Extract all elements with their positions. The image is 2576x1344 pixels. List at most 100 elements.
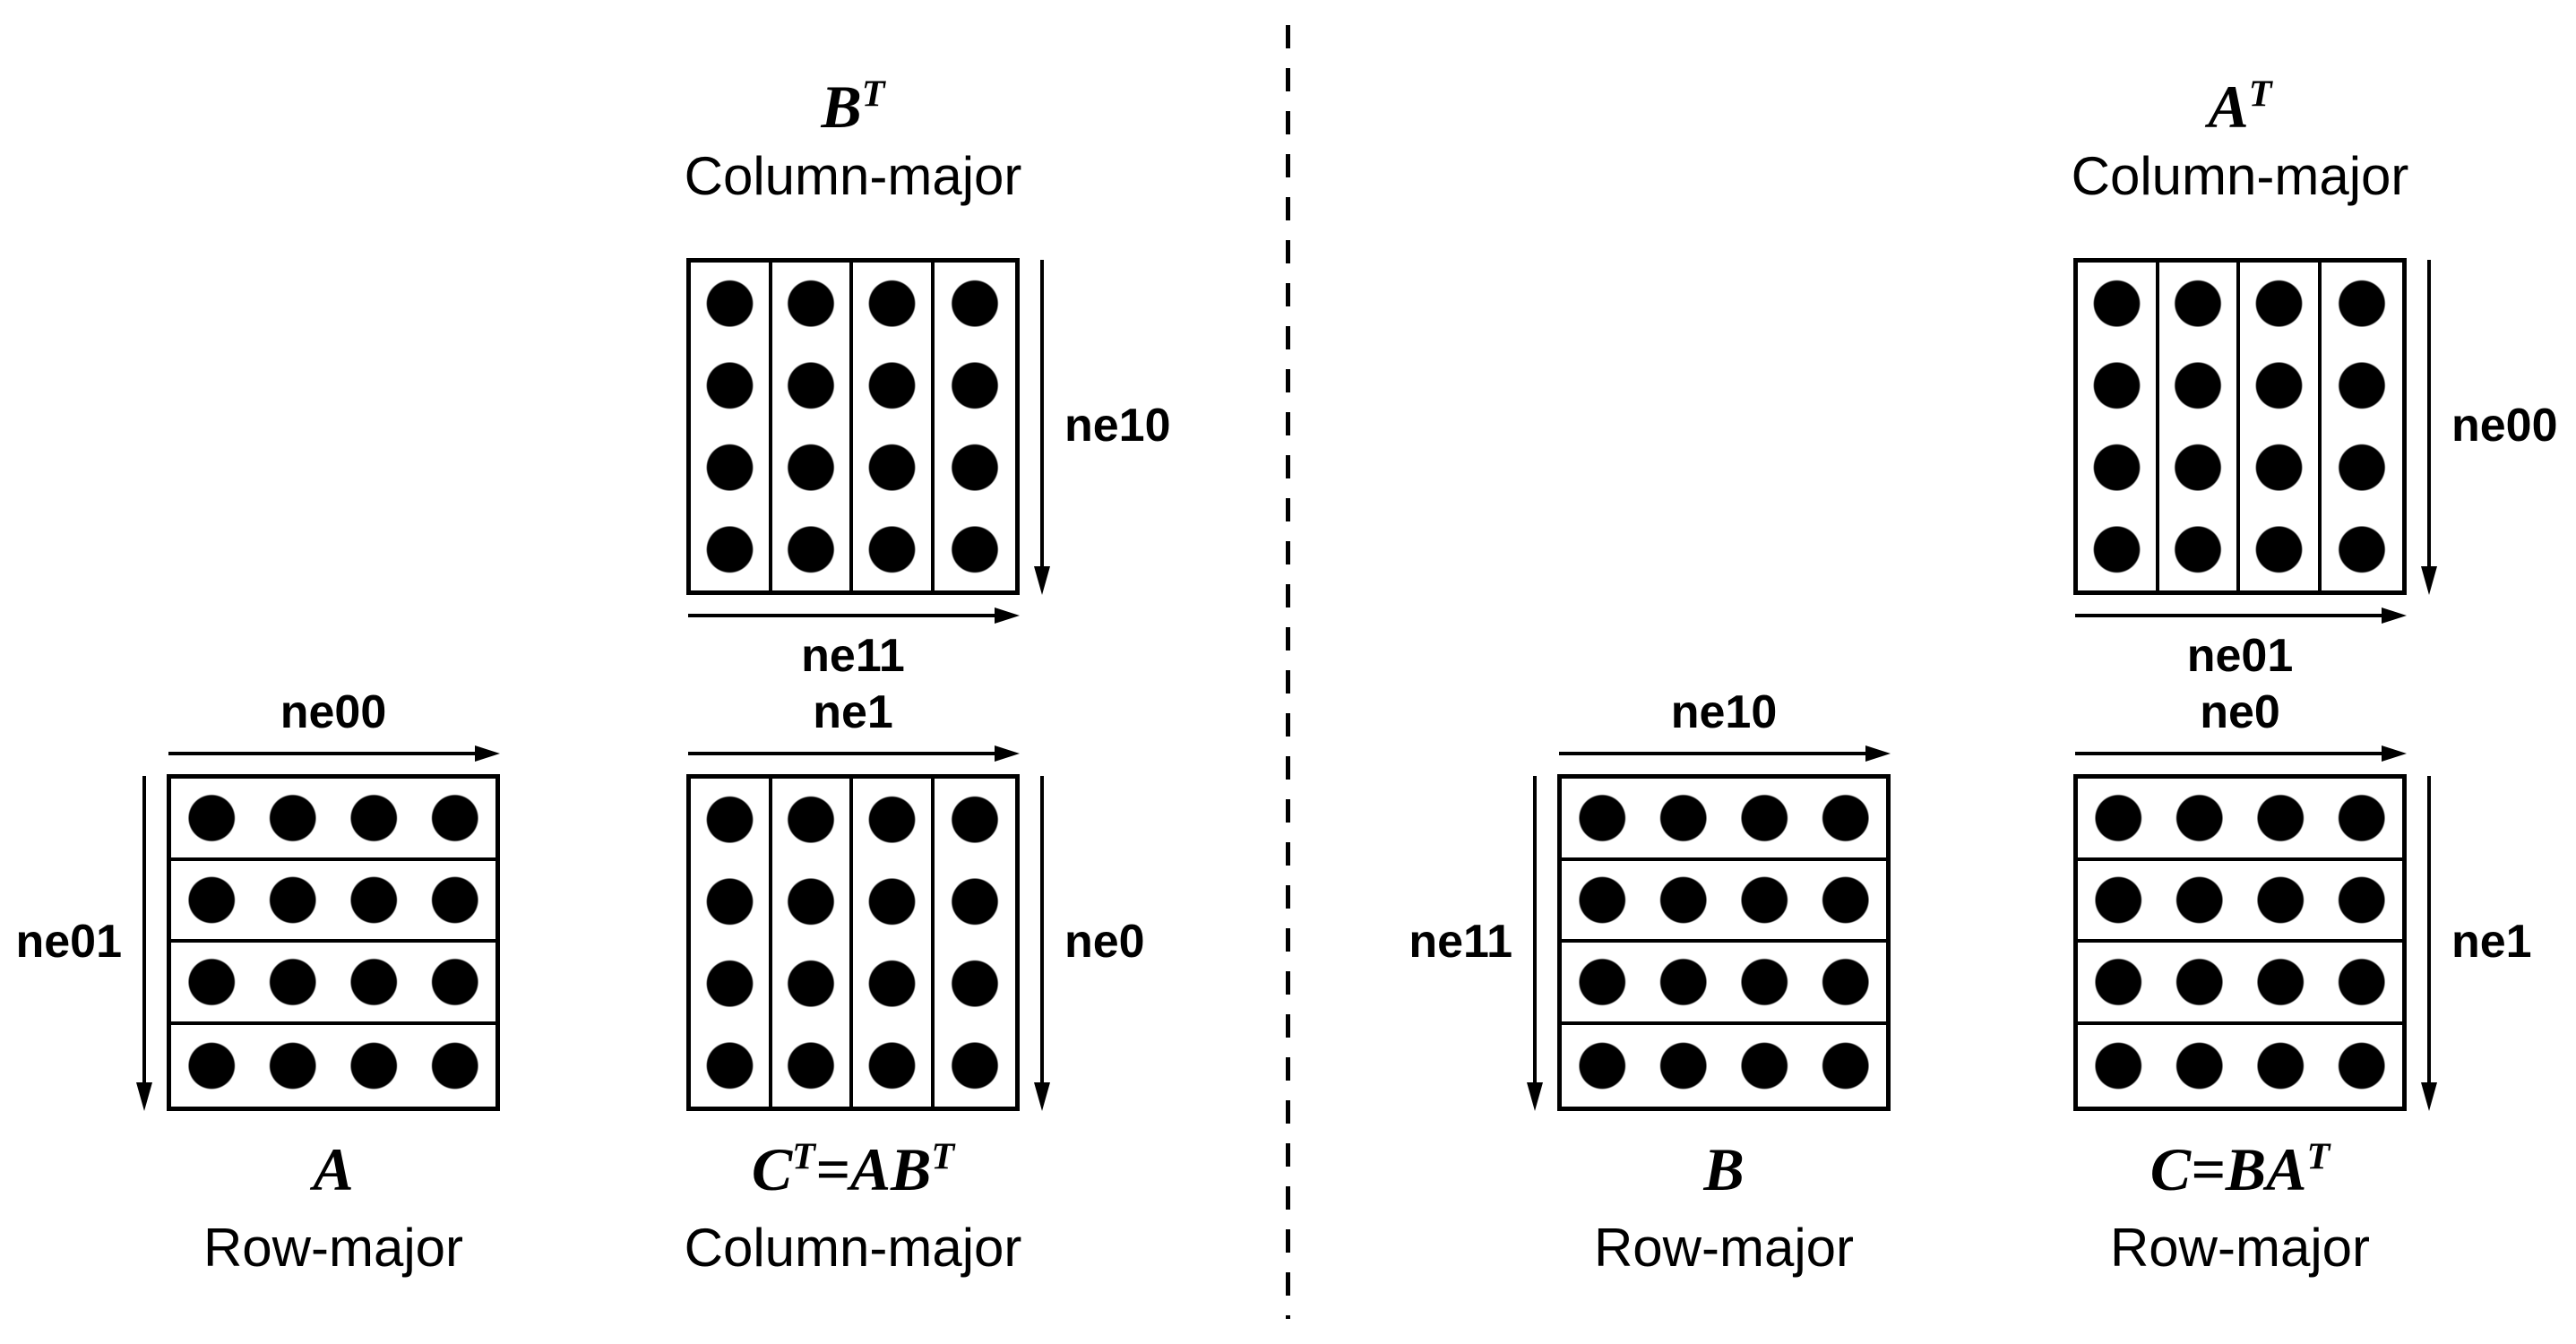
arrow-down-icon — [2421, 260, 2437, 595]
matrix-title: A — [203, 1134, 463, 1204]
dim-annotation-top: ne1 — [686, 685, 1020, 767]
matrix-cell — [691, 779, 772, 1107]
panel-divider — [1286, 25, 1290, 1319]
matrix-cell — [171, 1024, 495, 1107]
matrix-cell — [2321, 263, 2402, 590]
matrix-cell — [171, 860, 495, 943]
matrix-cell — [2240, 263, 2322, 590]
dim-label: ne10 — [1670, 685, 1778, 738]
title-sup: T — [2248, 73, 2272, 116]
matrix-figure-b: ne10 ne11 B Row-major — [1409, 686, 1891, 1278]
arrow-down-icon — [136, 776, 152, 1111]
dim-label: ne1 — [813, 685, 893, 738]
matrix-caption: BT Column-major — [685, 72, 1022, 211]
matrix-cell — [1562, 779, 1886, 861]
title-sup: T — [861, 73, 885, 116]
arrow-down-icon — [2421, 776, 2437, 1111]
matrix-box — [1557, 774, 1891, 1111]
dim-label: ne11 — [801, 630, 905, 682]
dim-annotation-left: ne01 — [15, 774, 158, 1111]
matrix-cell — [853, 263, 935, 590]
dim-annotation-right: ne0 — [1029, 774, 1145, 1111]
dim-annotation-left: ne11 — [1409, 774, 1548, 1111]
matrix-cell — [1562, 943, 1886, 1025]
matrix-figure-a: ne00 ne01 A Row-major — [15, 686, 500, 1278]
title-base: C — [751, 1135, 793, 1203]
matrix-layout-label: Row-major — [202, 1218, 464, 1279]
title-sup: T — [931, 1135, 955, 1178]
matrix-box — [2073, 258, 2407, 595]
arrow-down-icon — [1034, 776, 1050, 1111]
matrix-cell — [171, 779, 495, 861]
matrix-layout-label: Row-major — [1593, 1218, 1855, 1279]
title-base: =AB — [814, 1135, 932, 1203]
matrix-cell — [771, 263, 853, 590]
dim-annotation-top: ne10 — [1557, 685, 1891, 767]
matrix-box — [167, 774, 500, 1111]
dim-annotation-top: ne00 — [167, 685, 500, 767]
title-base: A — [2208, 72, 2249, 141]
matrix-box — [686, 258, 1020, 595]
dim-label: ne1 — [2451, 916, 2532, 969]
matrix-cell — [2078, 263, 2159, 590]
matrix-figure-b-transpose: BT Column-major ne10 ne11 — [685, 73, 1171, 682]
dim-label: ne00 — [280, 685, 387, 738]
matrix-title: AT — [2072, 72, 2409, 142]
matrix-layout-label: Row-major — [2109, 1218, 2371, 1279]
title-sup: T — [792, 1135, 815, 1178]
matrix-figure-c-transpose: ne1 ne0 CT=ABT Column-major — [685, 686, 1145, 1278]
matrix-caption: CT=ABT Column-major — [685, 1134, 1022, 1283]
matrix-cell — [2078, 943, 2402, 1025]
arrow-right-icon — [688, 607, 1020, 624]
dim-label: ne0 — [1064, 916, 1145, 969]
matrix-cell — [1562, 1024, 1886, 1107]
dim-annotation-right: ne00 — [2416, 258, 2558, 595]
matrix-figure-a-transpose: AT Column-major ne00 ne01 — [2072, 73, 2558, 682]
dim-label: ne01 — [15, 916, 122, 969]
matrix-cell — [171, 943, 495, 1025]
matrix-box — [2073, 774, 2407, 1111]
arrow-right-icon — [2075, 607, 2407, 624]
matrix-box — [686, 774, 1020, 1111]
dim-annotation-bottom: ne01 — [2073, 602, 2407, 682]
matrix-cell — [853, 779, 935, 1107]
matrix-caption: A Row-major — [203, 1134, 463, 1283]
matrix-figure-c: ne0 ne1 C=BAT Row-major — [2073, 686, 2532, 1278]
arrow-right-icon — [2075, 745, 2407, 762]
title-base: C=BA — [2150, 1135, 2307, 1203]
dim-annotation-right: ne1 — [2416, 774, 2532, 1111]
title-sup: T — [2306, 1135, 2330, 1178]
arrow-down-icon — [1034, 260, 1050, 595]
matrix-caption: AT Column-major — [2072, 72, 2409, 211]
matrix-cell — [2078, 860, 2402, 943]
arrow-right-icon — [168, 745, 500, 762]
matrix-cell — [691, 263, 772, 590]
matrix-cell — [934, 263, 1015, 590]
title-base: A — [313, 1135, 354, 1203]
matrix-title: C=BAT — [2110, 1134, 2370, 1204]
arrow-down-icon — [1527, 776, 1543, 1111]
matrix-layout-label: Column-major — [2071, 146, 2409, 206]
arrow-right-icon — [1559, 745, 1891, 762]
dim-label: ne00 — [2451, 400, 2558, 452]
dim-annotation-top: ne0 — [2073, 685, 2407, 767]
matrix-cell — [771, 779, 853, 1107]
matrix-layout-label: Column-major — [684, 146, 1022, 206]
dim-annotation-right: ne10 — [1029, 258, 1171, 595]
dim-label: ne11 — [1409, 916, 1512, 969]
dim-annotation-bottom: ne11 — [686, 602, 1020, 682]
matrix-title: CT=ABT — [685, 1134, 1022, 1204]
dim-label: ne10 — [1064, 400, 1171, 452]
dim-label: ne01 — [2186, 630, 2294, 682]
dim-label: ne0 — [2200, 685, 2280, 738]
matrix-layout-label: Column-major — [684, 1218, 1022, 1279]
matrix-title: BT — [685, 72, 1022, 142]
matrix-cell — [1562, 860, 1886, 943]
matrix-cell — [2078, 1024, 2402, 1107]
arrow-right-icon — [688, 745, 1020, 762]
matrix-cell — [2078, 779, 2402, 861]
matrix-cell — [2158, 263, 2240, 590]
matrix-caption: B Row-major — [1594, 1134, 1854, 1283]
matrix-caption: C=BAT Row-major — [2110, 1134, 2370, 1283]
